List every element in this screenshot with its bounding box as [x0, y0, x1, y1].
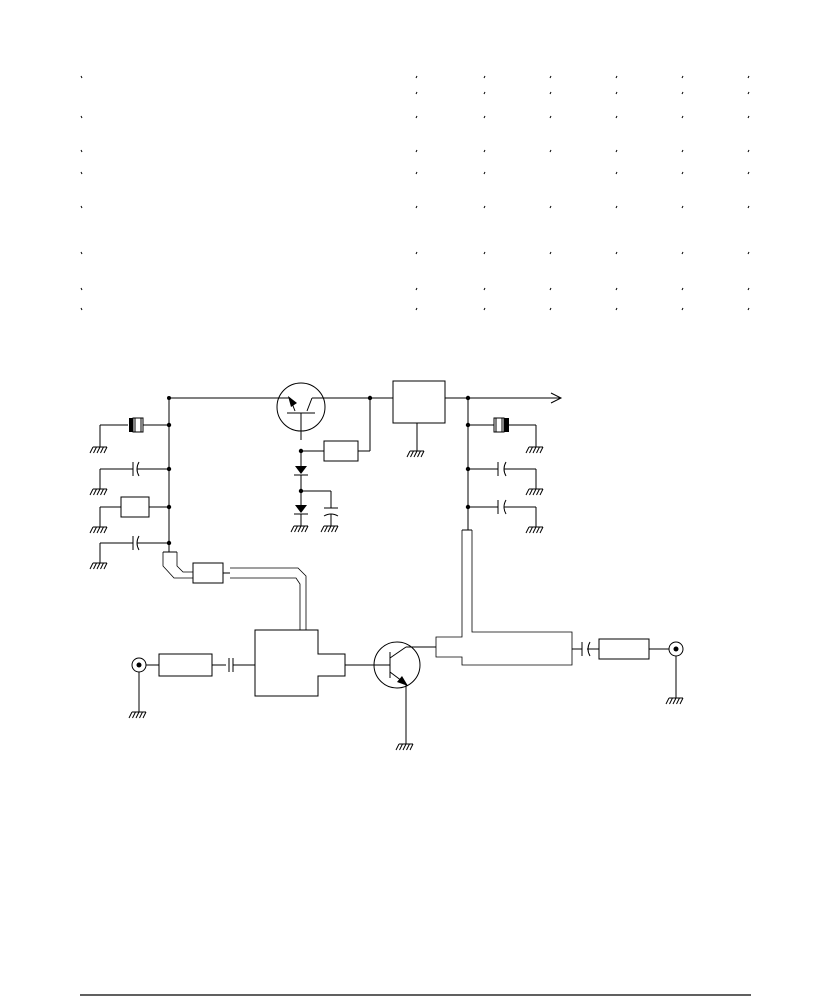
table-value-cell — [415, 115, 418, 119]
table-label-cell — [80, 307, 83, 311]
input-coupling-cap — [228, 658, 255, 672]
output-transistor — [373, 641, 436, 751]
table-value-cell — [483, 205, 486, 209]
table-value-cell — [483, 115, 486, 119]
table-value-cell — [615, 205, 618, 209]
table-label-cell — [80, 251, 83, 255]
table-label-cell — [80, 171, 83, 175]
table-value-cell — [747, 171, 750, 175]
table-value-cell — [681, 251, 684, 255]
input-stripline — [158, 653, 226, 677]
table-label-cell — [80, 149, 83, 153]
table-value-cell — [483, 91, 486, 95]
table-value-cell — [615, 149, 618, 153]
bias-resistor — [298, 398, 371, 462]
table-value-cell — [549, 251, 552, 255]
table-value-cell — [483, 251, 486, 255]
left-ferrite-decoupler — [99, 417, 169, 447]
table-value-cell — [747, 115, 750, 119]
right-cap-2 — [468, 499, 544, 534]
bias-diode-2 — [290, 505, 309, 533]
matching-network — [254, 629, 375, 697]
ground-symbols-left — [89, 446, 108, 570]
table-value-cell — [483, 75, 486, 79]
table-value-cell — [615, 287, 618, 291]
table-value-cell — [615, 251, 618, 255]
table-value-cell — [615, 91, 618, 95]
table-value-cell — [549, 91, 552, 95]
table-value-cell — [747, 287, 750, 291]
bias-section — [89, 380, 563, 570]
table-value-cell — [549, 75, 552, 79]
regulator-transistor — [276, 382, 326, 440]
output-stripline-box — [598, 638, 669, 660]
table-value-cell — [483, 149, 486, 153]
table-value-cell — [415, 91, 418, 95]
table-value-cell — [681, 307, 684, 311]
table-value-cell — [415, 149, 418, 153]
table-value-cell — [549, 287, 552, 291]
table-value-cell — [549, 115, 552, 119]
input-connector — [128, 657, 159, 719]
table-value-cell — [415, 251, 418, 255]
table-value-cell — [681, 91, 684, 95]
table-value-cell — [549, 307, 552, 311]
table-value-cell — [747, 91, 750, 95]
table-value-cell — [681, 115, 684, 119]
table-value-cell — [483, 287, 486, 291]
regulator-ic — [392, 380, 446, 458]
left-resistor — [99, 496, 169, 527]
table-value-cell — [615, 171, 618, 175]
table-value-cell — [415, 205, 418, 209]
table-value-cell — [415, 75, 418, 79]
table-value-cell — [483, 307, 486, 311]
table-label-cell — [80, 205, 83, 209]
output-coupling-cap — [572, 641, 599, 657]
table-value-cell — [549, 205, 552, 209]
table-value-cell — [747, 307, 750, 311]
output-connector — [665, 641, 684, 705]
bias-diode-1 — [294, 451, 308, 505]
table-value-cell — [415, 171, 418, 175]
table-value-cell — [747, 149, 750, 153]
table-label-cell — [80, 115, 83, 119]
table-value-cell — [681, 205, 684, 209]
output-stripline — [435, 529, 573, 666]
table-value-cell — [615, 75, 618, 79]
table-value-cell — [681, 149, 684, 153]
table-value-cell — [747, 251, 750, 255]
rf-section — [128, 529, 684, 751]
supply-arrow — [550, 392, 563, 404]
table-label-cell — [80, 287, 83, 291]
table-label-cell — [80, 75, 83, 79]
bias-cap — [301, 490, 339, 533]
right-cap-1 — [468, 461, 544, 496]
input-feed-line — [162, 551, 307, 630]
left-cap-1 — [99, 461, 169, 489]
right-ferrite-decoupler — [468, 417, 544, 454]
table-value-cell — [747, 205, 750, 209]
table-value-cell — [415, 307, 418, 311]
table-value-cell — [615, 307, 618, 311]
table-value-cell — [681, 75, 684, 79]
spec-table — [80, 75, 750, 311]
table-value-cell — [747, 75, 750, 79]
table-value-cell — [681, 171, 684, 175]
table-value-cell — [415, 287, 418, 291]
table-value-cell — [483, 171, 486, 175]
table-value-cell — [549, 149, 552, 153]
left-cap-2 — [99, 535, 169, 563]
table-value-cell — [681, 287, 684, 291]
table-value-cell — [615, 115, 618, 119]
